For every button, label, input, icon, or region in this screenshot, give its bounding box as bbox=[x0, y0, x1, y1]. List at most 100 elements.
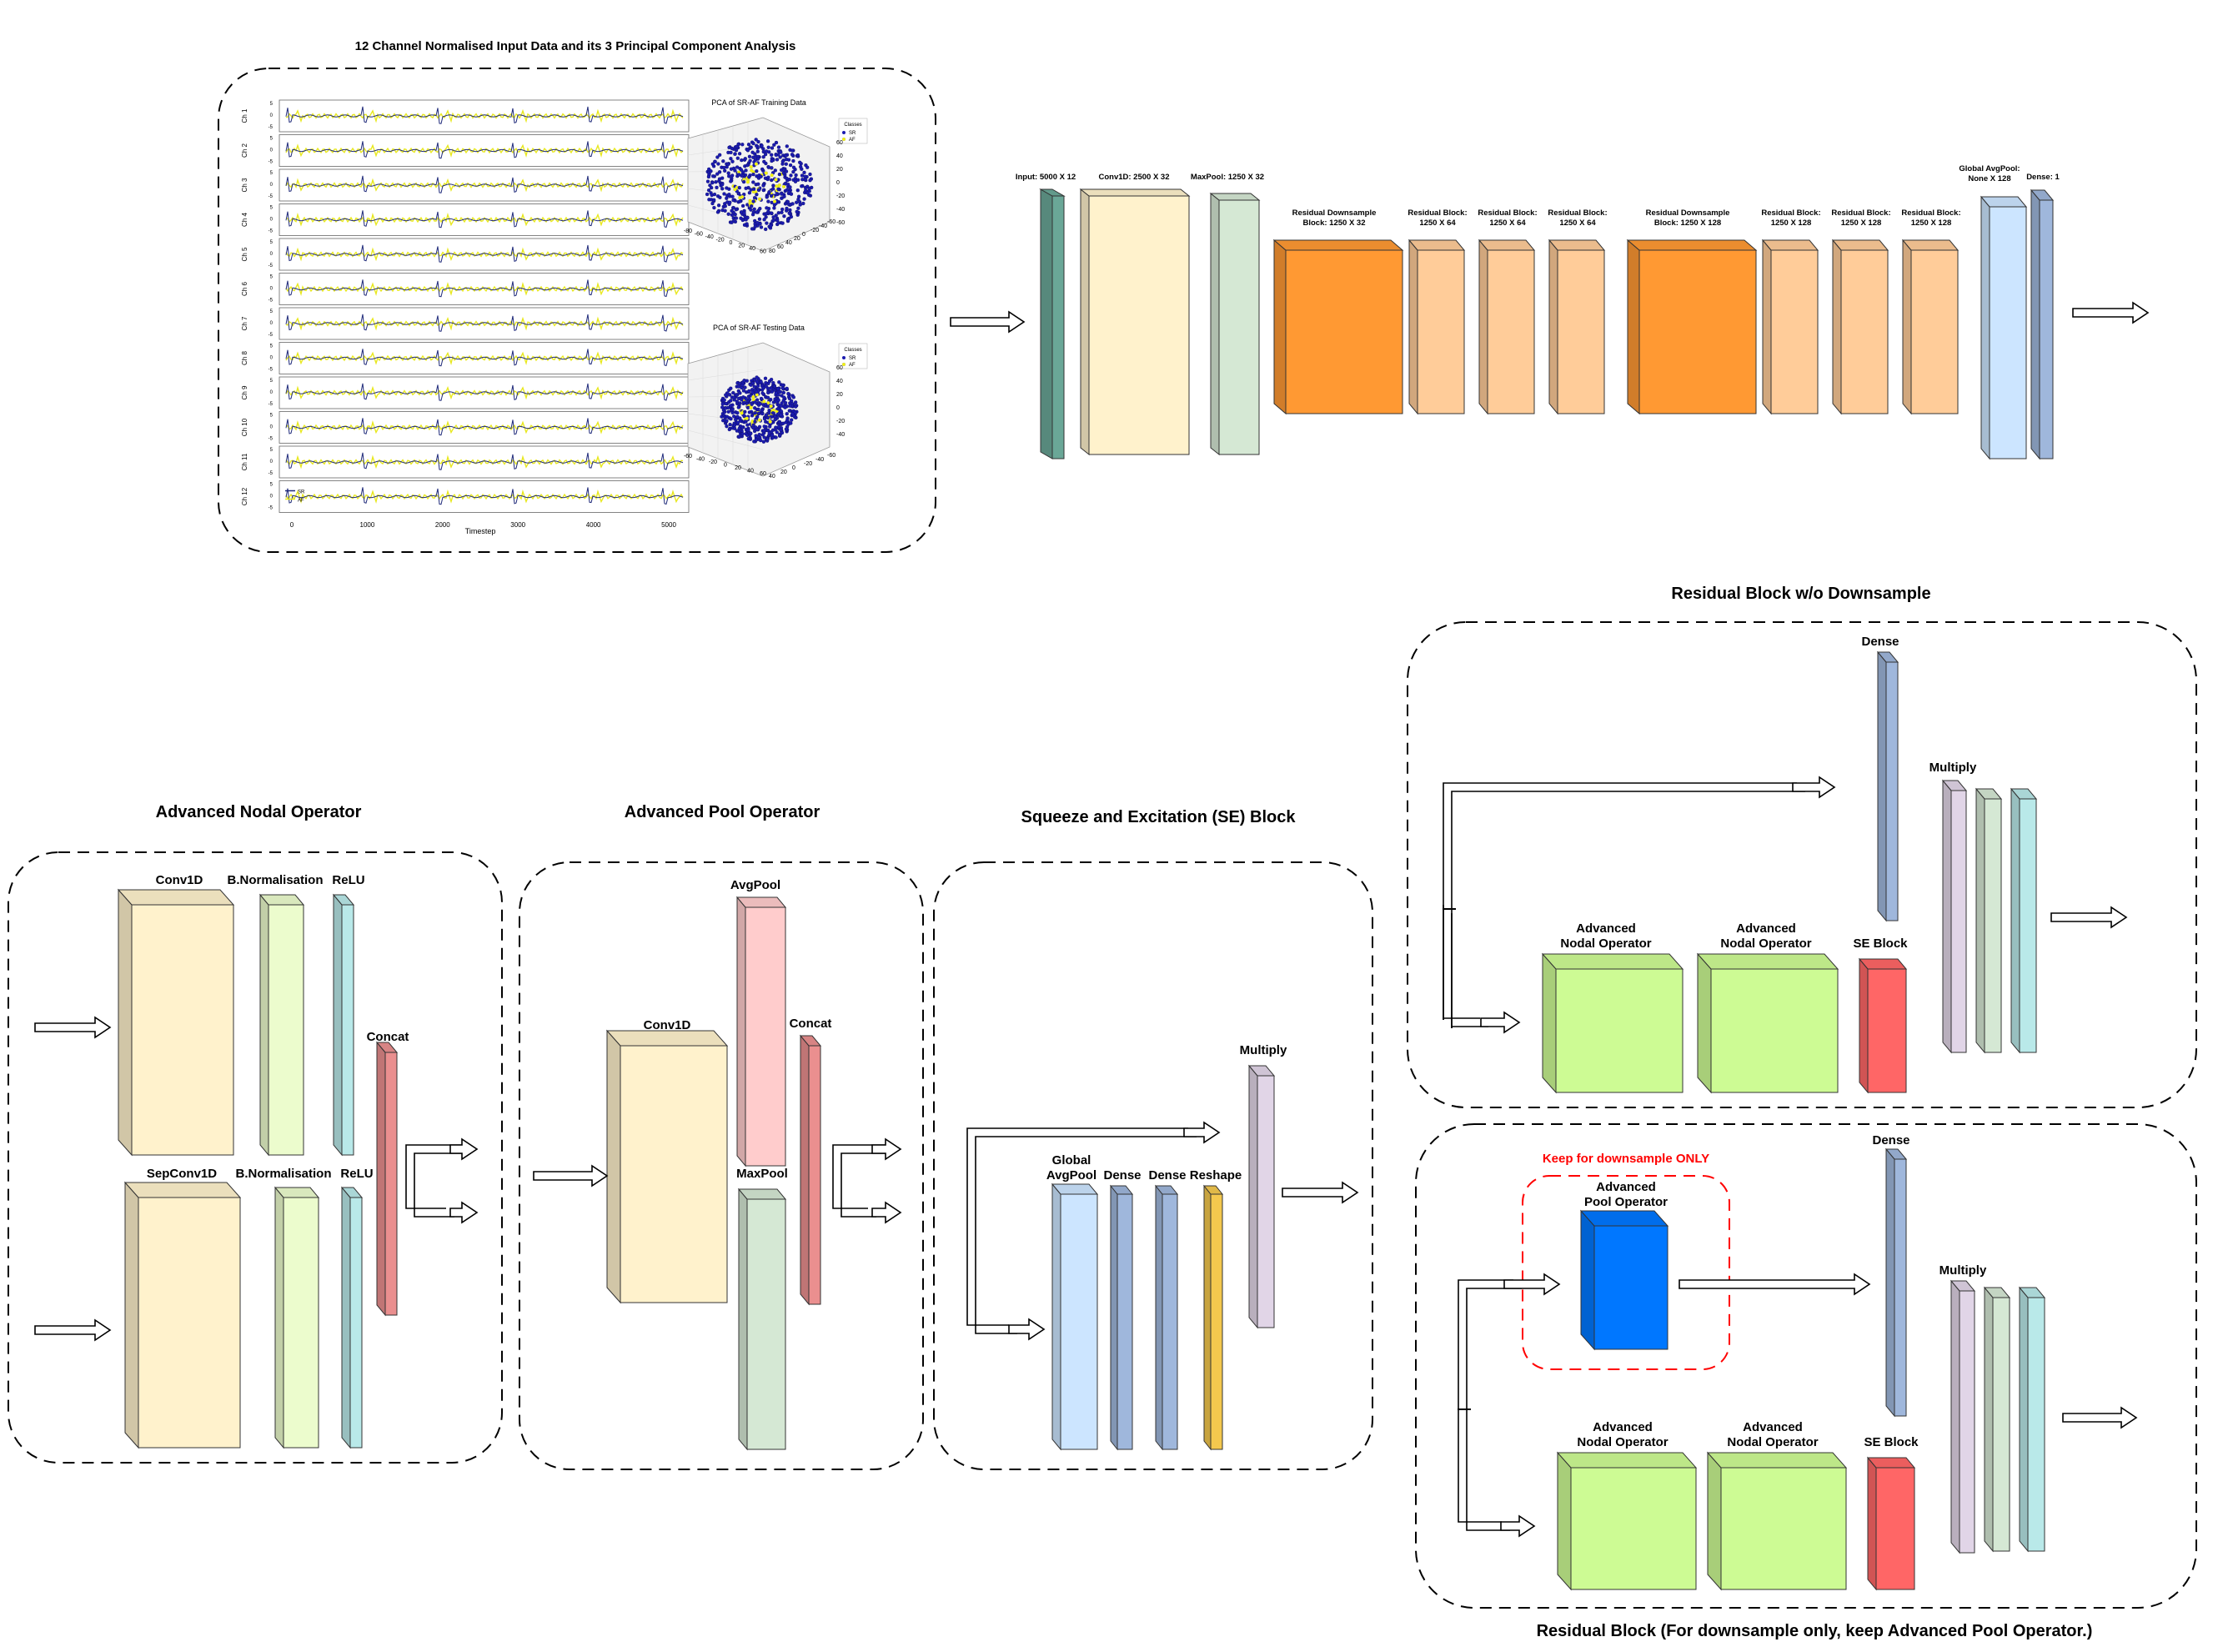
network-layer-block bbox=[1079, 188, 1191, 456]
ecg-y-tick: -5 bbox=[268, 299, 273, 304]
pca-z-tick: 0 bbox=[836, 180, 840, 186]
ecg-channel-strip: Ch 850-5 bbox=[241, 342, 690, 374]
ecg-channel-strip: Ch 450-5 bbox=[241, 203, 690, 236]
ecg-trace-sr bbox=[285, 210, 684, 228]
network-layer-block bbox=[1901, 239, 1960, 415]
pca-points bbox=[705, 138, 814, 232]
advanced-nodal-operator-panel: Advanced Nodal Operator Conv1D B.Normali… bbox=[8, 803, 503, 1464]
ecg-trace-af bbox=[285, 108, 684, 123]
ecg-channel-label: Ch 11 bbox=[241, 453, 248, 470]
pca-y-tick: -40 bbox=[815, 457, 824, 463]
network-layer-label: 1250 X 128 bbox=[1911, 218, 1952, 228]
pca-y-tick: 60 bbox=[777, 244, 784, 250]
pool-avgpool-label: AvgPool bbox=[730, 878, 780, 892]
pca-x-tick: 60 bbox=[760, 471, 766, 477]
res-top-nodal2-label-1: Advanced bbox=[1736, 921, 1796, 936]
pca-x-tick: -40 bbox=[696, 457, 705, 463]
se-gap-label-1: Global bbox=[1052, 1153, 1091, 1167]
multiply-block bbox=[1983, 1286, 2011, 1553]
network-layer-label: 1250 X 64 bbox=[1419, 218, 1456, 228]
dense-block bbox=[1884, 1147, 1908, 1418]
network-layer-label: Global AvgPool: bbox=[1959, 164, 2020, 173]
res-bottom-multiply-label: Multiply bbox=[1939, 1263, 1987, 1278]
multiply-block bbox=[1975, 787, 2003, 1054]
nodal-operator-block bbox=[1541, 952, 1684, 1094]
dense-block bbox=[1876, 650, 1899, 922]
ecg-y-tick: 5 bbox=[270, 137, 273, 142]
se-block bbox=[1858, 957, 1908, 1094]
network-layer-label: Residual Block: bbox=[1761, 208, 1820, 218]
ecg-channel-label: Ch 8 bbox=[241, 351, 248, 365]
pca-x-tick: 0 bbox=[724, 463, 727, 469]
pca-points bbox=[720, 375, 799, 444]
pca-z-tick: 60 bbox=[836, 365, 843, 371]
ecg-channel-strip: Ch 750-5 bbox=[241, 307, 690, 340]
pca-z-tick: 40 bbox=[836, 153, 843, 159]
residual-bottom-main-arrow bbox=[1500, 1514, 1536, 1538]
ecg-trace-sr bbox=[285, 349, 684, 367]
network-layer-block bbox=[1980, 195, 2028, 460]
ecg-channel-strip: Ch 350-5 bbox=[241, 168, 690, 202]
pca-x-tick: 40 bbox=[749, 246, 755, 252]
pca-z-tick: -40 bbox=[836, 432, 845, 438]
ecg-y-tick: 5 bbox=[270, 240, 273, 245]
nodal-sepconv-label: SepConv1D bbox=[147, 1167, 217, 1181]
multiply-block bbox=[1247, 1064, 1276, 1329]
ecg-x-tick: 1000 bbox=[360, 521, 375, 529]
network-layer-label: Conv1D: 2500 X 32 bbox=[1098, 173, 1169, 182]
pca-x-tick: 60 bbox=[760, 249, 766, 255]
network-layer-label: None X 128 bbox=[1968, 174, 2010, 183]
ecg-y-tick: -5 bbox=[268, 437, 273, 442]
ecg-channel-label: Ch 4 bbox=[241, 213, 248, 227]
res-bottom-nodal2-label-1: Advanced bbox=[1743, 1420, 1803, 1434]
res-bottom-dense-label: Dense bbox=[1872, 1133, 1909, 1147]
pca-x-tick: -80 bbox=[684, 228, 692, 234]
ecg-y-tick: 5 bbox=[270, 171, 273, 176]
res-top-nodal1-label-2: Nodal Operator bbox=[1560, 936, 1651, 951]
nodal-input-arrow bbox=[34, 1016, 112, 1039]
nodal-bnorm2-label: B.Normalisation bbox=[235, 1167, 331, 1181]
ecg-channel-label: Ch 12 bbox=[241, 487, 248, 505]
concat-block bbox=[799, 1034, 822, 1306]
ecg-trace-af bbox=[285, 385, 684, 400]
pca-y-tick: 20 bbox=[780, 469, 787, 475]
res-top-multiply-label: Multiply bbox=[1929, 761, 1977, 775]
pca-x-tick: 0 bbox=[729, 240, 732, 246]
ecg-y-tick: 5 bbox=[270, 206, 273, 211]
pool-input-arrow bbox=[533, 1164, 609, 1188]
svg-text:Classes: Classes bbox=[844, 348, 861, 353]
ecg-x-tick: 3000 bbox=[510, 521, 525, 529]
pca-z-tick: 20 bbox=[836, 392, 843, 398]
pca-z-tick: 40 bbox=[836, 379, 843, 384]
residual-bottom-spine bbox=[1458, 1279, 1522, 1531]
pca-y-tick: -60 bbox=[827, 453, 836, 459]
pca-y-tick: 40 bbox=[785, 240, 792, 246]
ecg-y-tick: 5 bbox=[270, 309, 273, 314]
ecg-y-tick: -5 bbox=[268, 506, 273, 511]
ecg-y-tick: -5 bbox=[268, 229, 273, 234]
ecg-y-tick: 0 bbox=[270, 287, 273, 292]
ecg-trace-af bbox=[285, 351, 684, 366]
nodal-bnorm1-label: B.Normalisation bbox=[227, 873, 323, 887]
se-dense2-label: Dense bbox=[1148, 1168, 1186, 1183]
ecg-channel-label: Ch 7 bbox=[241, 316, 248, 330]
network-layer-label: Residual Block: bbox=[1478, 208, 1537, 218]
ecg-channel-label: Ch 9 bbox=[241, 385, 248, 399]
ecg-channel-strip: Ch 950-5 bbox=[241, 376, 690, 409]
bnorm-block bbox=[273, 1186, 320, 1449]
ecg-y-tick: -5 bbox=[268, 160, 273, 165]
ecg-y-tick: 5 bbox=[270, 448, 273, 453]
ecg-channel-strip: Ch 150-5 bbox=[241, 99, 690, 133]
ecg-y-tick: 5 bbox=[270, 379, 273, 384]
network-layer-label: Block: 1250 X 128 bbox=[1654, 218, 1721, 228]
residual-bottom-output-arrow bbox=[2062, 1406, 2138, 1429]
pca-x-tick: -20 bbox=[716, 238, 725, 244]
pool-border bbox=[519, 861, 924, 1470]
pca-testing-plot: PCA of SR-AF Testing DataClassesSRAF6040… bbox=[684, 324, 868, 480]
ecg-trace-af bbox=[285, 281, 684, 297]
multiply-block bbox=[1941, 779, 1968, 1054]
